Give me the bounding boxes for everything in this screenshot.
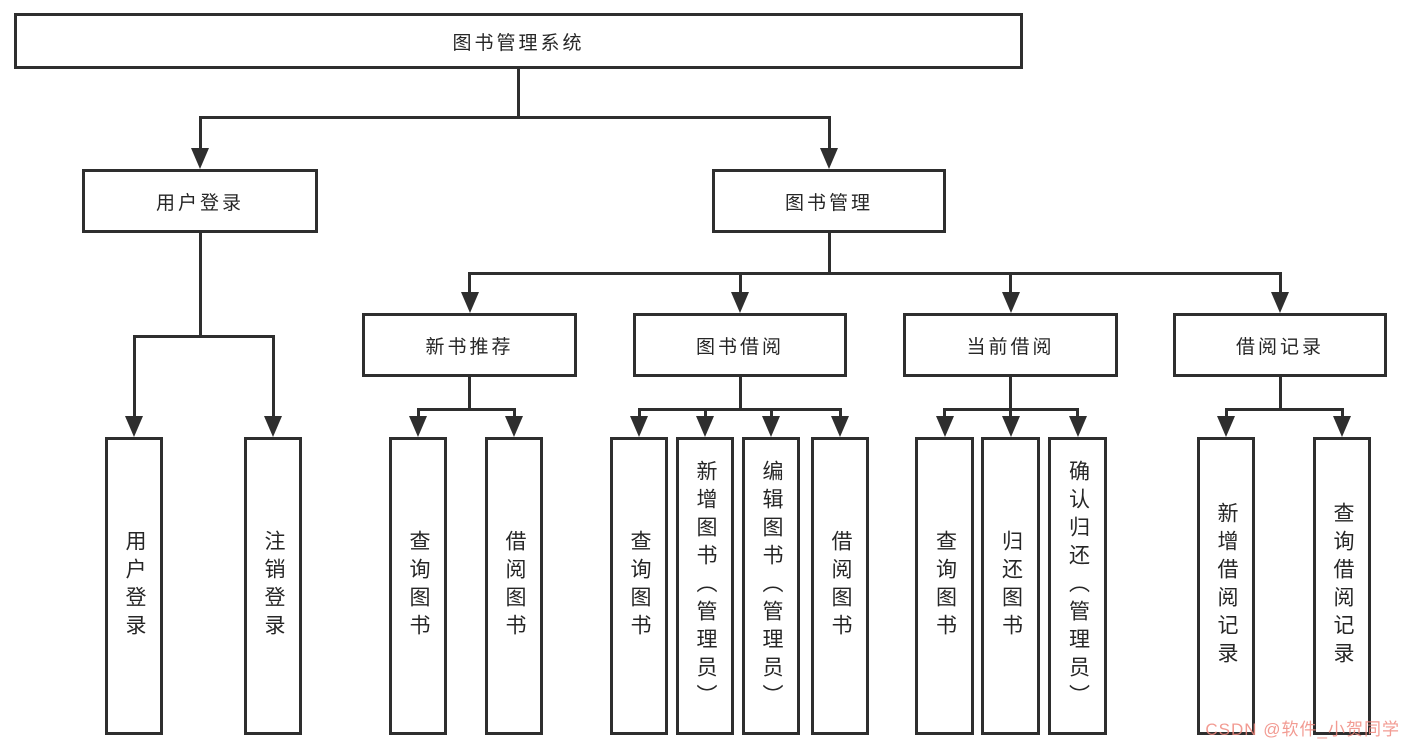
connector-line (1224, 407, 1344, 411)
connector-line (517, 69, 520, 117)
node-label: 图书管理系统 (452, 32, 585, 54)
connector-line (1278, 377, 1282, 409)
node-label: 确认归还（管理员） (1066, 460, 1090, 712)
connector-line (468, 377, 471, 409)
connector-line (637, 407, 842, 411)
node-box-nbr-borrow-books: 借阅图书 (485, 437, 543, 735)
node-label: 图书借阅 (695, 336, 784, 358)
node-label: 编辑图书（管理员） (760, 460, 784, 712)
node-box-br-query-record: 查询借阅记录 (1313, 437, 1371, 735)
connector-line (198, 233, 202, 336)
arrow-down (831, 416, 849, 437)
node-box-bb-add-books-admin: 新增图书（管理员） (676, 437, 734, 735)
connector-line (468, 271, 1282, 275)
arrow-down (505, 416, 523, 437)
arrow-down (1217, 416, 1235, 437)
connector-line (468, 273, 471, 299)
node-label: 查询借阅记录 (1331, 502, 1355, 670)
node-label: 借阅图书 (503, 530, 527, 642)
node-box-borrowing-records: 借阅记录 (1173, 313, 1387, 377)
connector-line (1009, 273, 1012, 299)
node-box-br-add-record: 新增借阅记录 (1197, 437, 1255, 735)
arrow-down (696, 416, 714, 437)
arrow-down (762, 416, 780, 437)
arrow-down (1068, 416, 1087, 437)
node-label: 新增借阅记录 (1215, 502, 1239, 670)
arrow-down (1333, 416, 1351, 437)
arrow-down (125, 416, 143, 437)
node-box-bb-query-books: 查询图书 (610, 437, 668, 735)
connector-line (1009, 377, 1012, 409)
connector-line (132, 336, 136, 423)
arrow-down (460, 292, 479, 313)
node-label: 新增图书（管理员） (694, 460, 718, 712)
arrow-down (820, 148, 838, 169)
node-box-user-login: 用户登录 (82, 169, 318, 233)
node-label: 用户登录 (155, 192, 244, 214)
node-label: 归还图书 (999, 530, 1023, 642)
connector-line (271, 336, 275, 423)
node-box-book-borrowing: 图书借阅 (633, 313, 847, 377)
arrow-down (1001, 292, 1020, 313)
node-box-bb-edit-books-admin: 编辑图书（管理员） (742, 437, 800, 735)
node-box-system: 图书管理系统 (14, 13, 1023, 69)
arrow-down (409, 416, 427, 437)
node-box-nbr-query-books: 查询图书 (389, 437, 447, 735)
arrow-down (935, 416, 954, 437)
connector-line (198, 115, 831, 119)
node-box-login: 用户登录 (105, 437, 163, 735)
node-label: 图书管理 (784, 192, 873, 214)
node-label: 新书推荐 (425, 336, 514, 358)
node-box-cb-return-books: 归还图书 (981, 437, 1040, 735)
connector-line (198, 117, 202, 155)
arrow-down (630, 416, 648, 437)
arrow-down (1001, 416, 1020, 437)
node-box-book-management: 图书管理 (712, 169, 946, 233)
node-box-cb-query-books: 查询图书 (915, 437, 974, 735)
arrow-down (731, 292, 749, 313)
node-box-logout: 注销登录 (244, 437, 302, 735)
connector-line (738, 377, 742, 409)
connector-line (1278, 273, 1282, 299)
connector-line (416, 407, 516, 411)
node-box-new-book-recommend: 新书推荐 (362, 313, 577, 377)
node-label: 查询图书 (933, 530, 957, 642)
node-box-bb-borrow-books: 借阅图书 (811, 437, 869, 735)
connector-line (738, 273, 742, 299)
node-label: 查询图书 (628, 530, 652, 642)
node-box-current-borrowing: 当前借阅 (903, 313, 1118, 377)
node-box-cb-confirm-return-admin: 确认归还（管理员） (1048, 437, 1107, 735)
node-label: 借阅图书 (829, 530, 853, 642)
connector-line (827, 117, 831, 155)
node-label: 注销登录 (262, 530, 286, 642)
node-label: 当前借阅 (966, 336, 1055, 358)
connector-line (827, 233, 831, 273)
watermark: CSDN @软件_小贺同学 (1205, 720, 1400, 739)
connector-line (132, 334, 275, 338)
node-label: 借阅记录 (1235, 336, 1324, 358)
arrow-down (1271, 292, 1289, 313)
arrow-down (264, 416, 282, 437)
node-label: 查询图书 (407, 530, 431, 642)
node-label: 用户登录 (123, 530, 147, 642)
arrow-down (191, 148, 209, 169)
